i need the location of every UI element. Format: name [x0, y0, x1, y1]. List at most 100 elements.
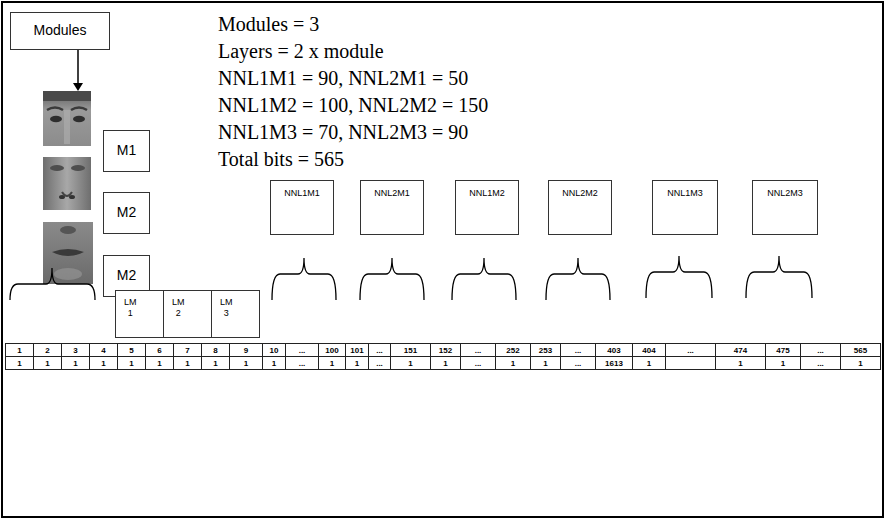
table-cell: 1 — [145, 356, 174, 370]
table-cell: ... — [665, 343, 716, 357]
table-cell: 1 — [345, 356, 369, 370]
bit-value: 1 — [129, 359, 133, 368]
box-text: M1 — [117, 142, 136, 160]
layer-box: NNL1M3 — [652, 180, 718, 235]
table-cell: 8 — [201, 343, 230, 357]
table-cell: ... — [800, 343, 841, 357]
box-text: M2 — [117, 267, 136, 285]
bit-value: 1 — [244, 359, 248, 368]
lm-cell: LM 1 — [115, 290, 164, 338]
module-box: Modules — [10, 12, 110, 50]
layer-box: NNL2M2 — [548, 180, 612, 235]
table-cell: 4 — [89, 343, 118, 357]
bit-index: ... — [575, 346, 582, 355]
bit-value: 1 — [157, 359, 161, 368]
module-label-box: M1 — [103, 130, 150, 172]
parameter-note: NNL1M3 = 70, NNL2M3 = 90 — [218, 120, 468, 144]
bit-index: 1 — [17, 346, 21, 355]
bit-index: 404 — [642, 346, 655, 355]
table-cell: 1 — [117, 356, 146, 370]
table-cell — [665, 356, 716, 370]
table-cell: 1 — [715, 356, 766, 370]
bit-value: 1 — [647, 359, 651, 368]
box-text: LM 1 — [124, 297, 137, 320]
bit-value: 1 — [355, 359, 359, 368]
table-cell: 474 — [715, 343, 766, 357]
table-cell: 1 — [61, 356, 90, 370]
table-cell: ... — [560, 356, 596, 370]
layer-box: NNL2M3 — [752, 180, 818, 235]
table-cell: 1 — [173, 356, 202, 370]
parameter-note: Layers = 2 x module — [218, 39, 384, 63]
table-cell: 252 — [495, 343, 531, 357]
face-mouth-image — [43, 222, 93, 284]
table-cell: 565 — [840, 343, 881, 357]
bit-index: 7 — [185, 346, 189, 355]
face-nose-image — [43, 157, 91, 210]
table-cell: 1 — [33, 356, 62, 370]
layer-box: NNL2M1 — [360, 180, 424, 235]
bit-index: ... — [299, 346, 306, 355]
bit-value: 1 — [185, 359, 189, 368]
bit-value: 1 — [330, 359, 334, 368]
bit-value: 1 — [443, 359, 447, 368]
parameter-note: Modules = 3 — [218, 12, 319, 36]
parameter-note: Total bits = 565 — [218, 147, 344, 171]
bit-index: 2 — [45, 346, 49, 355]
box-text: LM 2 — [172, 297, 185, 320]
table-cell: 3 — [61, 343, 90, 357]
table-cell: ... — [460, 343, 496, 357]
bit-index: ... — [475, 346, 482, 355]
bit-index: 474 — [734, 346, 747, 355]
bit-index: 475 — [776, 346, 789, 355]
module-label-box: M2 — [103, 192, 150, 234]
bit-value: 1 — [738, 359, 742, 368]
parameter-note: NNL1M2 = 100, NNL2M2 = 150 — [218, 93, 488, 117]
bit-index: 8 — [213, 346, 217, 355]
bit-value: 1613 — [605, 359, 623, 368]
bit-value: ... — [575, 359, 582, 368]
box-text: Modules — [34, 22, 87, 40]
bit-value: 1 — [73, 359, 77, 368]
table-cell: ... — [560, 343, 596, 357]
bit-index: 6 — [157, 346, 161, 355]
table-cell: 404 — [632, 343, 666, 357]
table-cell: 1 — [530, 356, 561, 370]
table-cell: ... — [285, 356, 319, 370]
bit-value: ... — [817, 359, 824, 368]
bit-index: 403 — [607, 346, 620, 355]
box-text: NNL1M2 — [469, 188, 505, 199]
table-cell: ... — [800, 356, 841, 370]
table-cell: 1 — [840, 356, 881, 370]
bit-index: 5 — [129, 346, 133, 355]
lm-cell: LM 3 — [211, 290, 260, 338]
bit-value: ... — [376, 359, 383, 368]
bit-value: 1 — [511, 359, 515, 368]
bit-value: 1 — [543, 359, 547, 368]
table-cell: 100 — [318, 343, 346, 357]
table-cell: 152 — [430, 343, 461, 357]
face-eyes-image — [43, 91, 91, 146]
bit-index: 9 — [244, 346, 248, 355]
table-cell: 6 — [145, 343, 174, 357]
bit-index: ... — [376, 346, 383, 355]
table-cell: 101 — [345, 343, 369, 357]
table-cell: 1 — [5, 356, 34, 370]
table-cell: 7 — [173, 343, 202, 357]
bit-index: 3 — [73, 346, 77, 355]
table-cell: 1 — [262, 356, 286, 370]
bit-index: 10 — [270, 346, 279, 355]
bit-value: 1 — [213, 359, 217, 368]
bit-value: ... — [475, 359, 482, 368]
box-text: LM 3 — [220, 297, 233, 320]
box-text: NNL2M1 — [374, 188, 410, 199]
box-text: M2 — [117, 204, 136, 222]
bit-value: 1 — [781, 359, 785, 368]
table-cell: 403 — [595, 343, 633, 357]
table-cell: 1 — [5, 343, 34, 357]
pointer-arrow — [73, 50, 83, 91]
table-cell: 2 — [33, 343, 62, 357]
layer-box: NNL1M2 — [455, 180, 519, 235]
layer-box: NNL1M1 — [270, 180, 334, 235]
bit-value: 1 — [101, 359, 105, 368]
